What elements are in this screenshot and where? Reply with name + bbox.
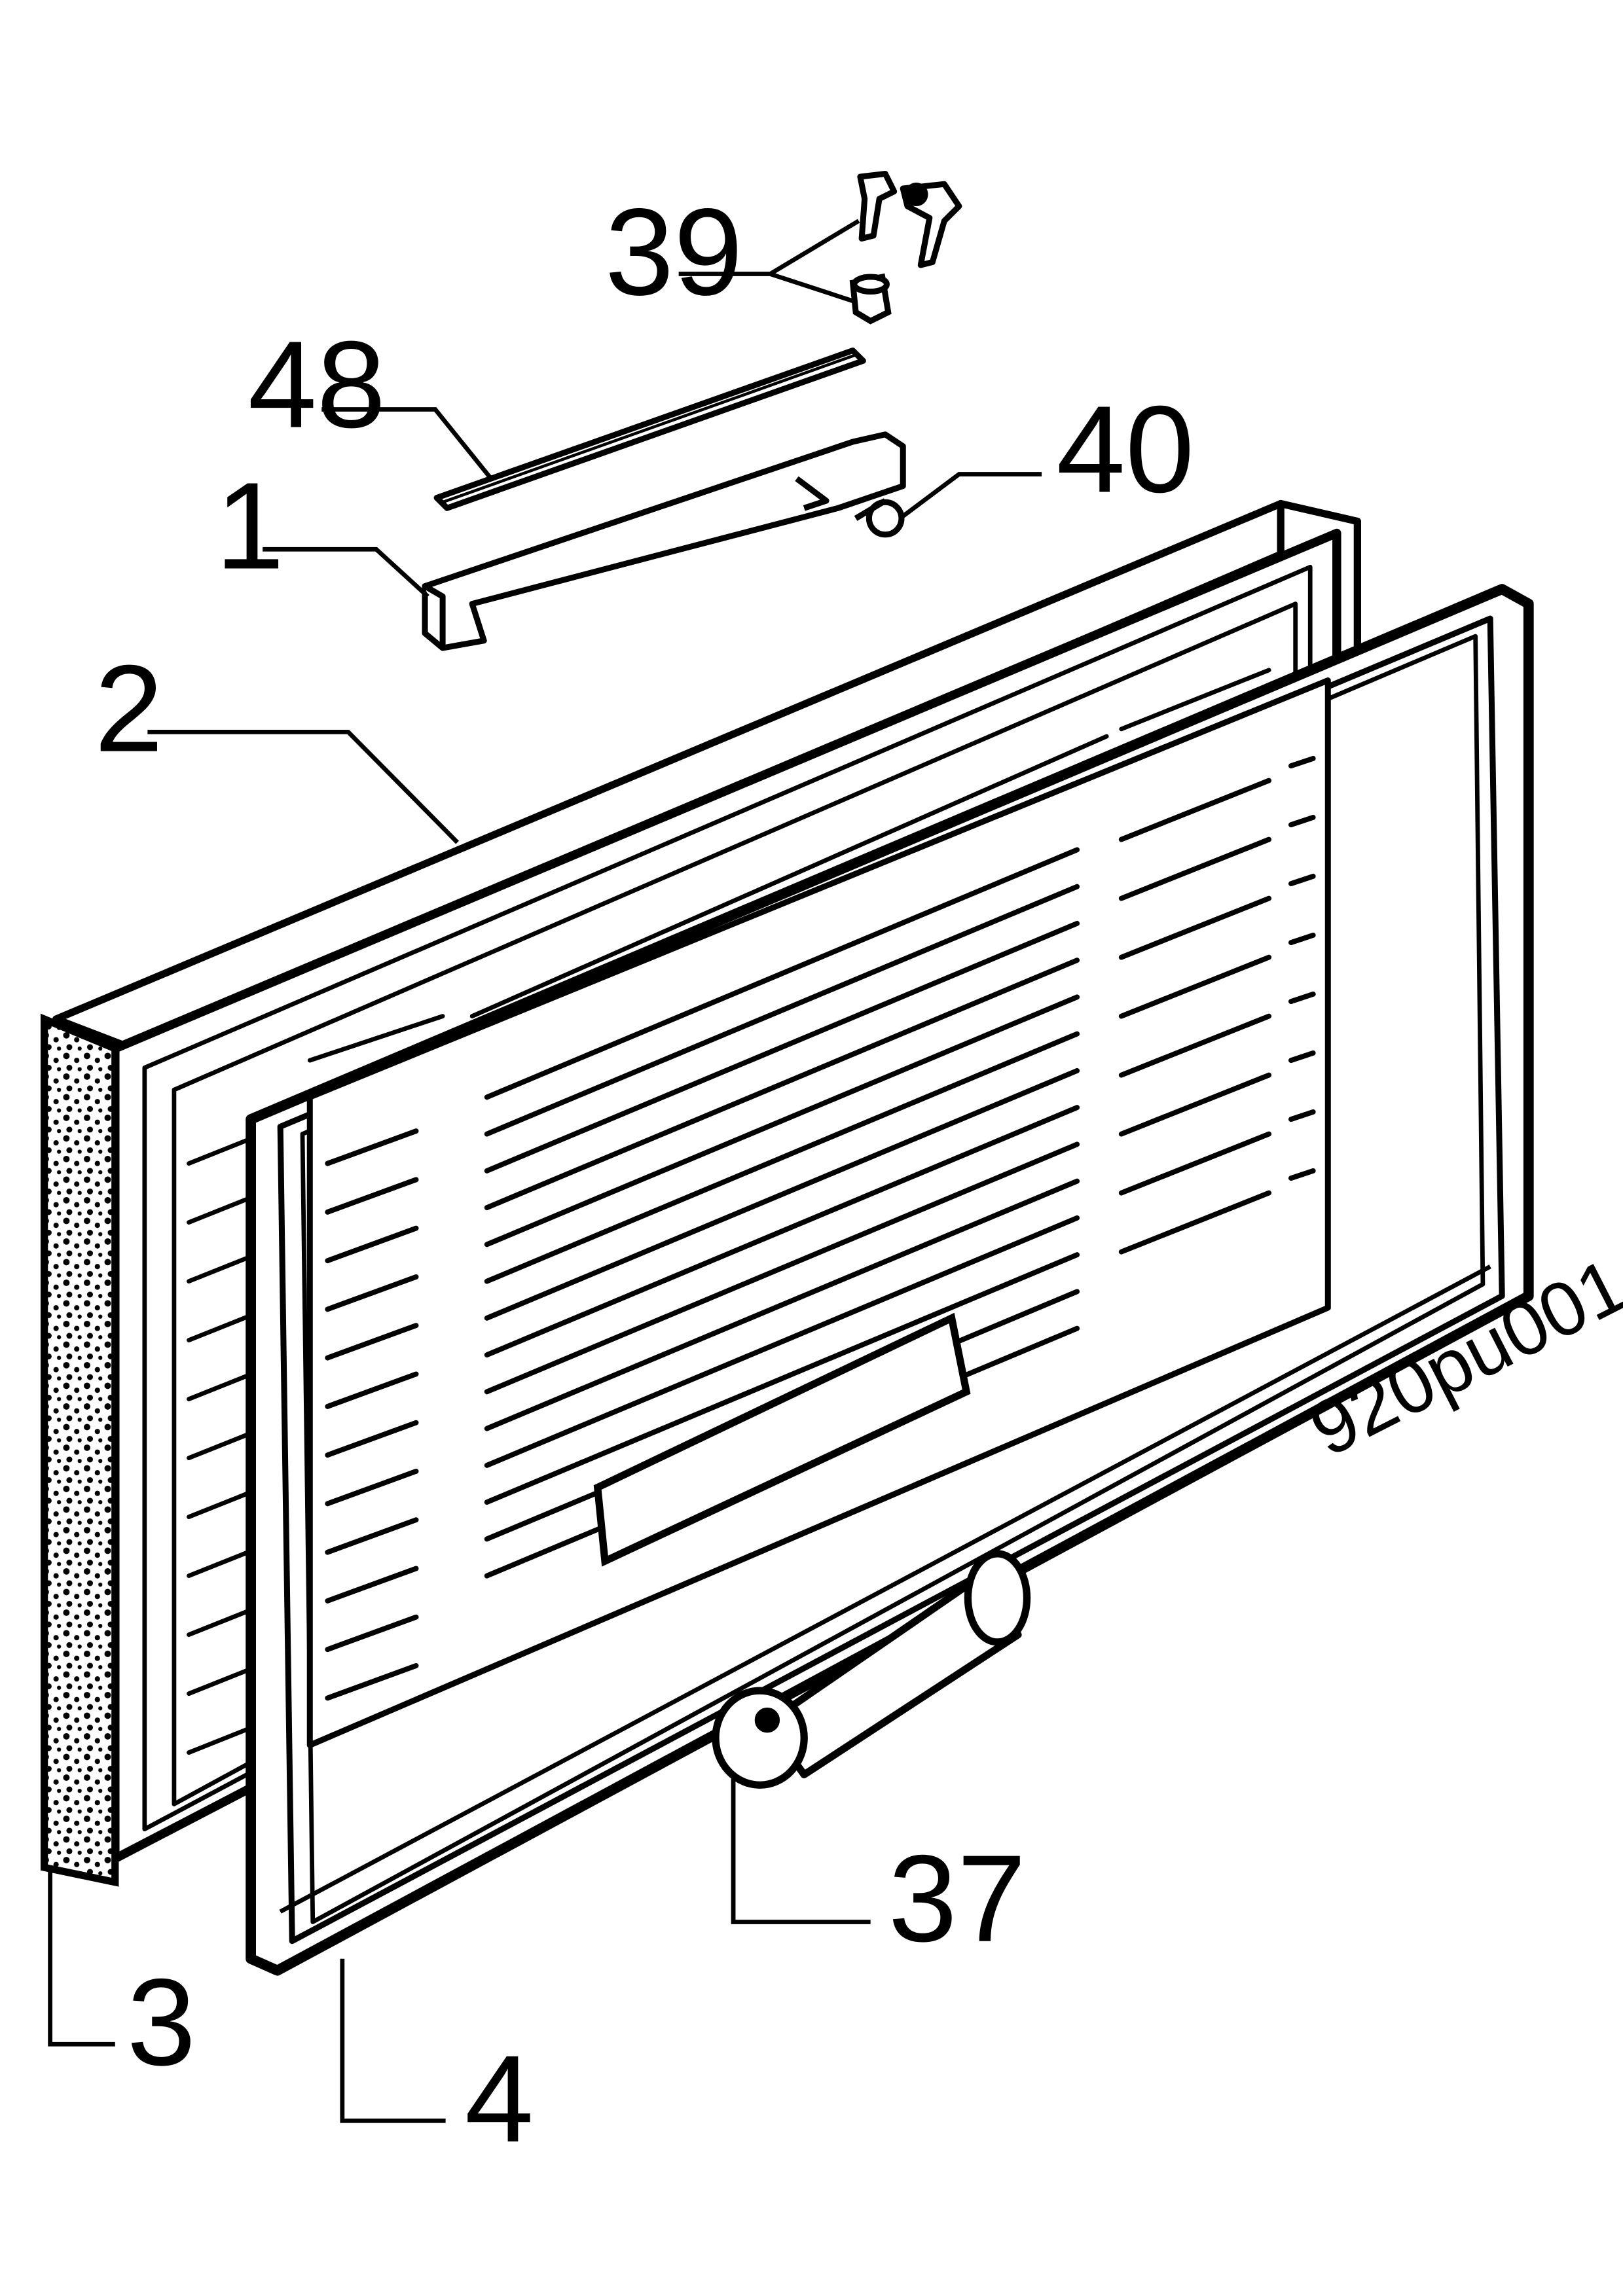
- callout-39: 39: [605, 183, 743, 321]
- callout-4: 4: [465, 2030, 534, 2168]
- callout-48: 48: [248, 316, 386, 454]
- leader-39: [678, 219, 860, 304]
- leader-lines: [48, 219, 1042, 2123]
- callout-40: 40: [1057, 381, 1195, 519]
- leader-1: [263, 547, 429, 598]
- insulation-strip: [40, 1013, 119, 1887]
- handle: [279, 1265, 1491, 1914]
- hinge-pin: [857, 171, 962, 268]
- callout-3: 3: [127, 1954, 196, 2092]
- leader-48: [321, 407, 492, 479]
- hinge-bracket: [422, 431, 906, 651]
- callout-2: 2: [94, 640, 163, 778]
- hinge-cap: [849, 273, 892, 325]
- callout-labels: 39 48 40 1 2 3 4 37: [94, 183, 1194, 2168]
- door-grille-cutout: [593, 1312, 971, 1567]
- gasket-frame: [246, 584, 1534, 1976]
- leader-4: [340, 1958, 446, 2123]
- callout-37: 37: [888, 1830, 1027, 1968]
- strip: [433, 348, 866, 511]
- leader-40: [898, 472, 1042, 520]
- leader-37: [731, 1774, 871, 1924]
- leader-3: [48, 1867, 115, 2047]
- leader-2: [147, 729, 460, 844]
- callout-1: 1: [215, 457, 284, 596]
